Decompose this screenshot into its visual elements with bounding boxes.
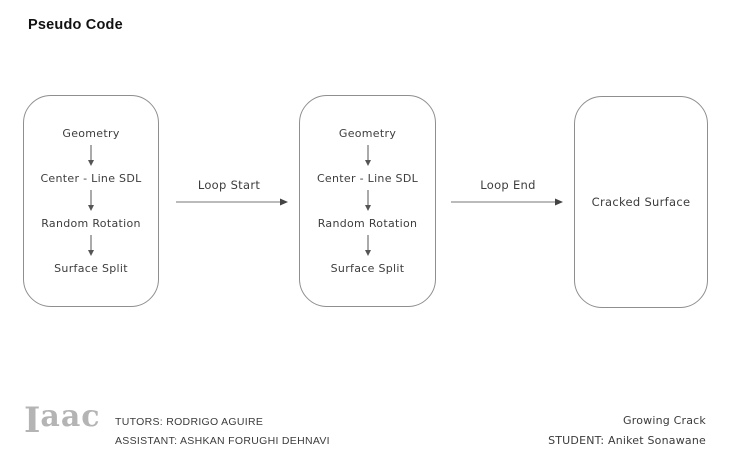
step-center-line-sdl: Center - Line SDL (316, 172, 419, 185)
flow-box-loop-2: Geometry Center - Line SDL Random Rotati… (299, 95, 436, 307)
credits-right: Growing Crack STUDENT: Aniket Sonawane (548, 411, 706, 450)
step-geometry: Geometry (62, 127, 120, 140)
result-label: Cracked Surface (591, 195, 691, 209)
page-title: Pseudo Code (28, 17, 123, 33)
tutors-line: TUTORS: RODRIGO AGUIRE (115, 416, 264, 428)
down-arrow-icon (364, 235, 371, 256)
iaac-logo-aac: aac (40, 399, 101, 434)
step-center-line-sdl: Center - Line SDL (40, 172, 142, 185)
step-surface-split: Surface Split (330, 262, 405, 275)
down-arrow-icon (88, 235, 94, 256)
right-arrow-icon (176, 198, 288, 206)
iaac-logo: Iaac (24, 399, 101, 441)
down-arrow-icon (88, 190, 94, 211)
step-surface-split: Surface Split (54, 262, 128, 275)
right-arrow-icon (451, 198, 563, 206)
project-title: Growing Crack (623, 414, 706, 427)
flow-box-loop-1: Geometry Center - Line SDL Random Rotati… (23, 95, 159, 307)
down-arrow-icon (364, 190, 371, 211)
down-arrow-icon (88, 145, 94, 166)
iaac-logo-i: I (24, 400, 41, 441)
assistant-line: ASSISTANT: ASHKAN FORUGHI DEHNAVI (115, 435, 330, 447)
loop-start-label: Loop Start (197, 178, 261, 192)
step-random-rotation: Random Rotation (41, 217, 141, 230)
step-geometry: Geometry (338, 127, 397, 140)
down-arrow-icon (364, 145, 371, 166)
student-line: STUDENT: Aniket Sonawane (548, 433, 706, 447)
loop-end-label: Loop End (480, 178, 536, 192)
flow-box-result: Cracked Surface (574, 96, 708, 308)
step-random-rotation: Random Rotation (317, 217, 418, 230)
credits-left: TUTORS: RODRIGO AGUIRE ASSISTANT: ASHKAN… (115, 413, 330, 451)
